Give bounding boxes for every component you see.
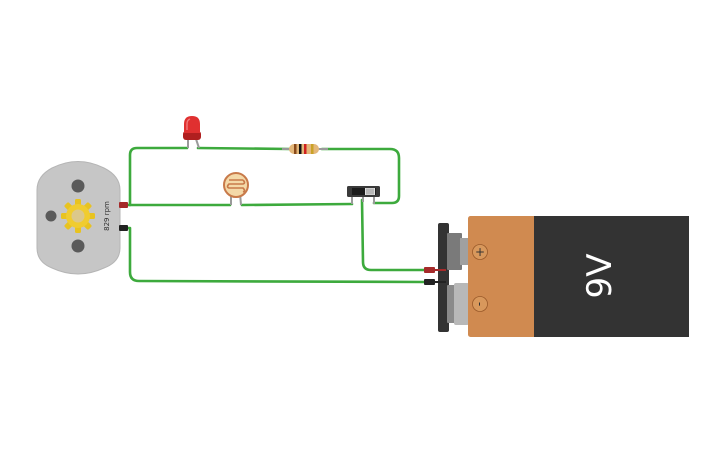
photoresistor-body (223, 172, 249, 198)
motor-mount-hole-bottom (71, 239, 85, 253)
battery-negative-symbol: - (473, 302, 487, 306)
switch-slot (352, 188, 376, 195)
battery-cap (534, 216, 689, 337)
led-leg-cathode (195, 138, 200, 149)
resistor-band-4 (311, 144, 314, 154)
battery-terminal-bar (438, 223, 449, 332)
battery-positive-terminal-neck (460, 238, 469, 265)
led[interactable] (183, 116, 201, 149)
resistor-band-2 (299, 144, 302, 154)
motor-speed-readout: 829 rpm (103, 201, 111, 231)
battery-9v[interactable]: + - 9V (438, 216, 689, 337)
wire-switch-to-battery-positive[interactable] (360, 198, 427, 272)
switch-knob[interactable] (365, 188, 375, 195)
wire-motor-to-battery-negative[interactable] (123, 226, 427, 284)
wire-led-to-resistor[interactable] (196, 146, 292, 151)
battery-connectors (424, 267, 446, 285)
led-highlight (186, 118, 191, 130)
switch-knob-grip (366, 188, 374, 195)
battery-connector-negative[interactable] (424, 279, 435, 285)
wire-motor-to-led[interactable] (123, 146, 189, 207)
motor-terminal-positive[interactable] (119, 202, 128, 208)
led-base (183, 131, 201, 140)
battery-voltage-label: 9V (580, 254, 620, 299)
battery-positive-symbol: + (475, 245, 485, 259)
photoresistor[interactable] (223, 172, 249, 206)
motor-terminal-negative[interactable] (119, 225, 128, 231)
resistor-band-3 (304, 144, 307, 154)
wire-resistor-to-switch[interactable] (320, 147, 401, 205)
photoresistor-track (226, 179, 246, 193)
resistor[interactable] (282, 144, 328, 154)
gear-icon (61, 199, 95, 233)
motor-mount-hole-left (45, 210, 57, 222)
battery-positive-marker (472, 244, 488, 260)
resistor-band-1 (294, 144, 297, 154)
dc-motor[interactable]: 829 rpm (36, 161, 128, 275)
wires (123, 146, 427, 284)
battery-negative-marker (472, 296, 488, 312)
battery-positive-terminal[interactable] (447, 233, 462, 270)
battery-connector-positive[interactable] (424, 267, 435, 273)
battery-negative-terminal-rim (454, 283, 469, 325)
wire-photoresistor-to-switch[interactable] (240, 202, 354, 207)
motor-mount-hole-top (71, 179, 85, 193)
slide-switch[interactable] (347, 186, 380, 204)
